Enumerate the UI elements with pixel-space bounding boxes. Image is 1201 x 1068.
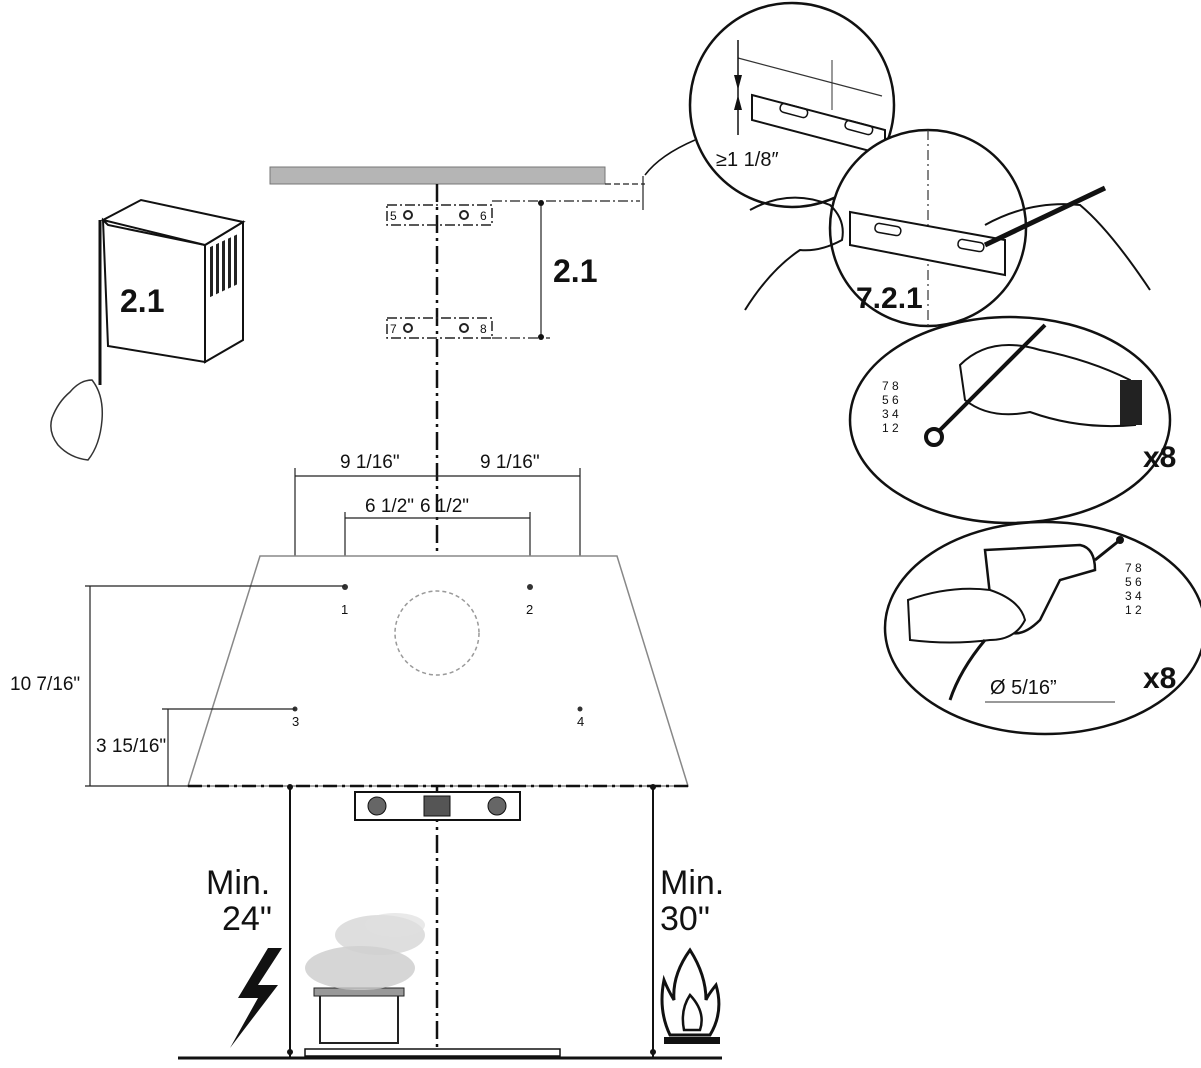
- mark-hole-grid: 7 8 5 6 3 4 1 2: [882, 379, 899, 435]
- hole-label-8: 8: [480, 322, 487, 336]
- hole-label-4: 4: [577, 714, 584, 729]
- drill-grid-row: 1 2: [1125, 603, 1142, 617]
- mark-count: x8: [1143, 441, 1176, 474]
- ceiling-plate: [269, 166, 606, 185]
- electric-icon: [230, 948, 282, 1048]
- lower-bracket: [386, 317, 493, 339]
- gas-flame-icon: [660, 947, 721, 1044]
- hole-label-1: 1: [341, 602, 348, 617]
- dim-right-outer: 9 1/16": [480, 452, 540, 473]
- chimney-cover: [98, 198, 246, 385]
- hand-holding-chimney: [50, 379, 104, 461]
- drill-grid-row: 5 6: [1125, 575, 1142, 589]
- chimney-step-label: 2.1: [120, 283, 164, 319]
- mark-grid-row: 7 8: [882, 379, 899, 393]
- hole-1: [342, 584, 348, 590]
- min-electric-line2: 24": [222, 900, 272, 938]
- dim-height-upper: 10 7/16": [10, 674, 80, 695]
- height-dimensions: [85, 585, 345, 787]
- drill-grid-row: 3 4: [1125, 589, 1142, 603]
- min-gas-line2: 30": [660, 900, 710, 938]
- mark-holes-detail: [848, 315, 1172, 525]
- dim-left-outer: 9 1/16": [340, 452, 400, 473]
- pot-with-steam: [305, 913, 425, 1044]
- bracket-spacing-dimension: [492, 176, 645, 340]
- mark-grid-row: 5 6: [882, 393, 899, 407]
- drill-grid-row: 7 8: [1125, 561, 1142, 575]
- dim-left-inner: 6 1/2": [365, 496, 414, 517]
- clearance-detail-callout: [644, 1, 896, 209]
- spirit-level: [354, 791, 521, 821]
- clearance-dimension: ≥1 1/8″: [716, 149, 779, 171]
- drill-holes-detail: [883, 520, 1201, 736]
- hole-2: [527, 584, 533, 590]
- mark-grid-row: 1 2: [882, 421, 899, 435]
- bracket-marking-detail: [744, 128, 1151, 328]
- hole-label-7: 7: [390, 322, 397, 336]
- dim-height-lower: 3 15/16": [96, 736, 166, 757]
- hole-label-6: 6: [480, 209, 487, 223]
- hole-4: [577, 706, 583, 712]
- min-electric-line1: Min.: [206, 864, 270, 902]
- clearance-lines: [287, 784, 656, 1058]
- duct-opening: [394, 590, 480, 676]
- cooktop: [304, 1048, 561, 1057]
- min-gas-line1: Min.: [660, 864, 724, 902]
- hole-label-2: 2: [526, 602, 533, 617]
- hole-label-5: 5: [390, 209, 397, 223]
- drill-hole-grid: 7 8 5 6 3 4 1 2: [1125, 561, 1142, 617]
- level-step-label: 7.2.1: [856, 282, 923, 315]
- drill-diameter: Ø 5/16”: [990, 677, 1057, 699]
- bracket-step-label: 2.1: [553, 253, 597, 289]
- dim-right-inner: 6 1/2": [420, 496, 469, 517]
- drill-count: x8: [1143, 662, 1176, 695]
- hole-label-3: 3: [292, 714, 299, 729]
- mark-grid-row: 3 4: [882, 407, 899, 421]
- upper-bracket: [386, 204, 493, 226]
